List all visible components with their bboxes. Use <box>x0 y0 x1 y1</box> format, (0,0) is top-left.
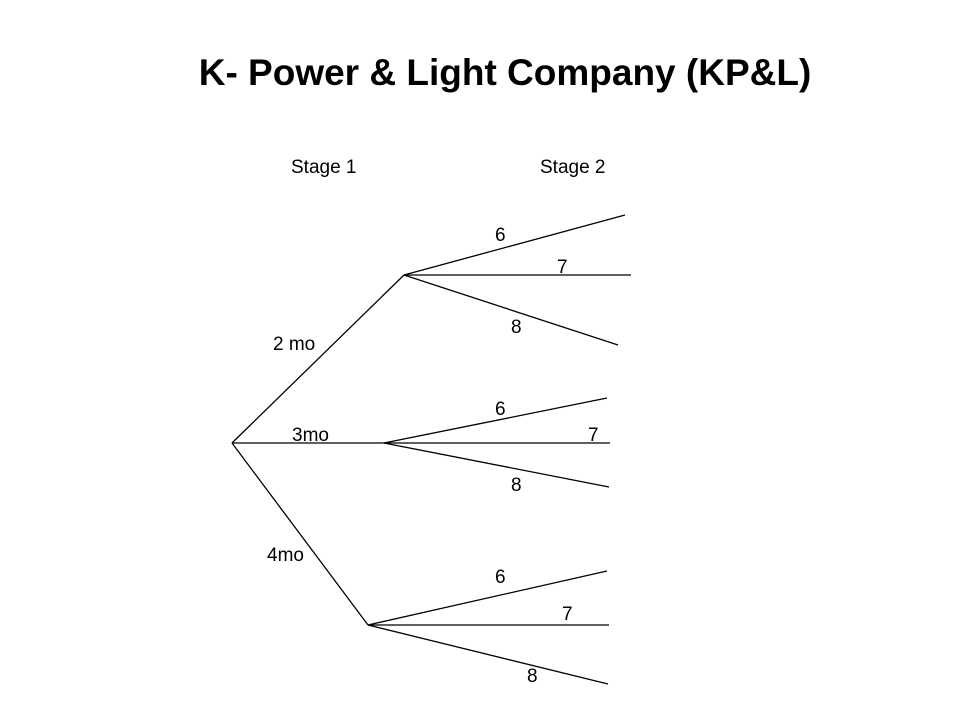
branch-2mo-label: 2 mo <box>273 334 315 355</box>
branch-4mo-label: 4mo <box>267 545 304 566</box>
bottom-node-label-upper: 6 <box>495 567 506 588</box>
branch-3mo-label: 3mo <box>292 425 329 446</box>
middle-node-label-middle: 7 <box>588 425 599 446</box>
top-node-label-lower: 8 <box>511 317 522 338</box>
branch-4mo-line <box>231 442 369 626</box>
bottom-node-branch-lower <box>367 624 609 685</box>
stage-1-label: Stage 1 <box>291 157 357 178</box>
bottom-node-branch-upper <box>367 570 608 626</box>
branch-2mo-line <box>231 274 405 444</box>
bottom-node-label-lower: 8 <box>527 666 538 687</box>
top-node-label-middle: 7 <box>557 257 568 278</box>
top-node-branch-lower <box>403 274 619 346</box>
top-node-label-upper: 6 <box>495 225 506 246</box>
top-node-branch-upper <box>403 214 626 276</box>
page-title: K- Power & Light Company (KP&L) <box>198 52 812 93</box>
middle-node-label-upper: 6 <box>495 399 506 420</box>
bottom-node-label-middle: 7 <box>562 604 573 625</box>
middle-node-branch-lower <box>383 442 610 488</box>
stage-2-label: Stage 2 <box>540 157 606 178</box>
middle-node-branch-upper <box>383 397 608 444</box>
middle-node-label-lower: 8 <box>511 475 522 496</box>
